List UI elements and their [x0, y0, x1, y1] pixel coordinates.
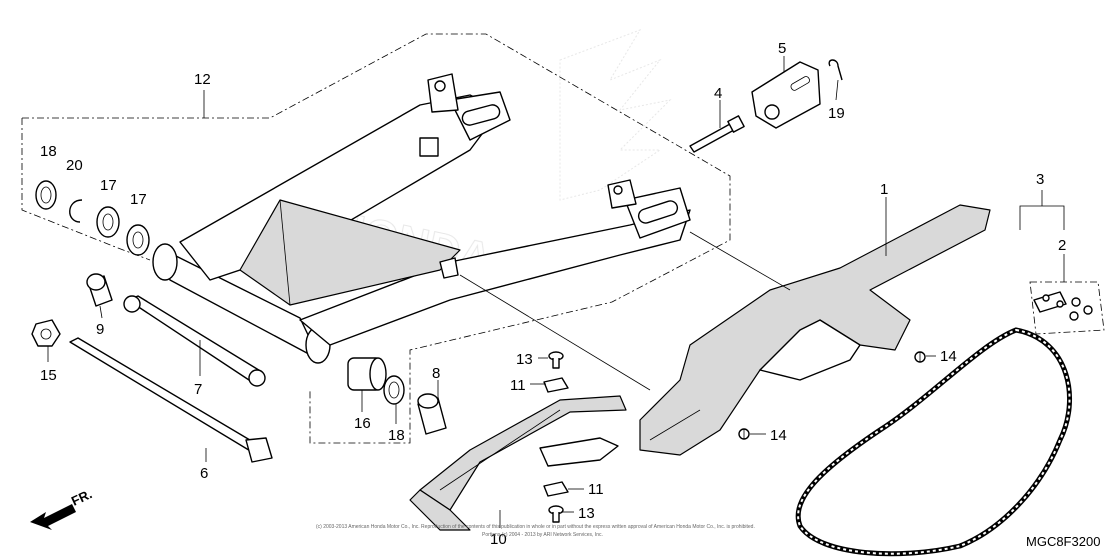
bolt-14-a[interactable]: [914, 351, 926, 363]
copyright-line-1: (c) 2003-2013 American Honda Motor Co., …: [316, 524, 755, 530]
callout-13a: 13: [516, 351, 533, 368]
clip-19[interactable]: [828, 59, 843, 81]
leader-19: [835, 79, 839, 101]
callout-5: 5: [778, 40, 786, 57]
callout-9: 9: [96, 321, 104, 338]
adjust-bolt-4[interactable]: [689, 115, 745, 153]
callout-11b: 11: [588, 481, 604, 498]
washer-11-b[interactable]: [543, 481, 569, 497]
callout-3: 3: [1036, 171, 1044, 188]
chain-slider-10[interactable]: [409, 395, 627, 531]
master-link-2[interactable]: [1033, 291, 1093, 321]
callout-7: 7: [194, 381, 202, 398]
callout-8: 8: [432, 365, 440, 382]
callout-20: 20: [66, 157, 83, 174]
callout-4: 4: [714, 85, 722, 102]
callout-17a: 17: [100, 177, 117, 194]
swingarm[interactable]: [152, 73, 691, 364]
callout-13b: 13: [578, 505, 595, 522]
group-bracket-3: [1019, 190, 1065, 230]
screw-13-b[interactable]: [548, 505, 564, 523]
callout-1: 1: [880, 181, 888, 198]
master-link-dashed-box: [1029, 281, 1105, 335]
callout-6: 6: [200, 465, 208, 482]
chain-case-1[interactable]: [639, 204, 991, 456]
circlip-20[interactable]: [69, 199, 83, 223]
pivot-bolt-6[interactable]: [69, 337, 273, 463]
callout-18b: 18: [388, 427, 405, 444]
callout-19: 19: [828, 105, 845, 122]
bearing-17-a[interactable]: [96, 206, 120, 238]
callout-18a: 18: [40, 143, 57, 160]
chain-adjuster-5[interactable]: [751, 61, 821, 129]
callout-15: 15: [40, 367, 57, 384]
diagram-code: MGC8F3200: [1026, 534, 1100, 549]
callout-16: 16: [354, 415, 371, 432]
screw-13-a[interactable]: [548, 351, 564, 369]
callout-2: 2: [1058, 237, 1066, 254]
collar-8[interactable]: [417, 393, 447, 435]
pivot-nut-15[interactable]: [31, 319, 61, 347]
callout-11a: 11: [510, 377, 526, 394]
front-arrow-icon: [30, 504, 76, 530]
copyright-line-2: Portions (c) 2004 - 2013 by ARI Network …: [482, 532, 603, 538]
drive-chain-3[interactable]: [795, 327, 1073, 557]
front-direction-indicator: FR.: [30, 486, 94, 530]
callout-12: 12: [194, 71, 211, 88]
bolt-14-b[interactable]: [738, 428, 750, 440]
callout-14a: 14: [940, 348, 957, 365]
callout-17b: 17: [130, 191, 147, 208]
dust-seal-18[interactable]: [35, 180, 57, 210]
callout-10: 10: [490, 531, 507, 548]
bearing-17-b[interactable]: [126, 224, 150, 256]
needle-bearing-16[interactable]: [347, 357, 387, 391]
callout-14b: 14: [770, 427, 787, 444]
washer-11-a[interactable]: [543, 377, 569, 393]
leader-9: [99, 305, 103, 319]
dust-seal-18-b[interactable]: [383, 375, 405, 405]
reference-line-b: [689, 231, 791, 291]
collar-9[interactable]: [86, 273, 113, 307]
pivot-collar-7[interactable]: [123, 295, 266, 387]
reference-line-a: [459, 274, 651, 391]
swingarm-assembly-boundary: [21, 33, 731, 444]
front-direction-label: FR.: [69, 486, 94, 508]
